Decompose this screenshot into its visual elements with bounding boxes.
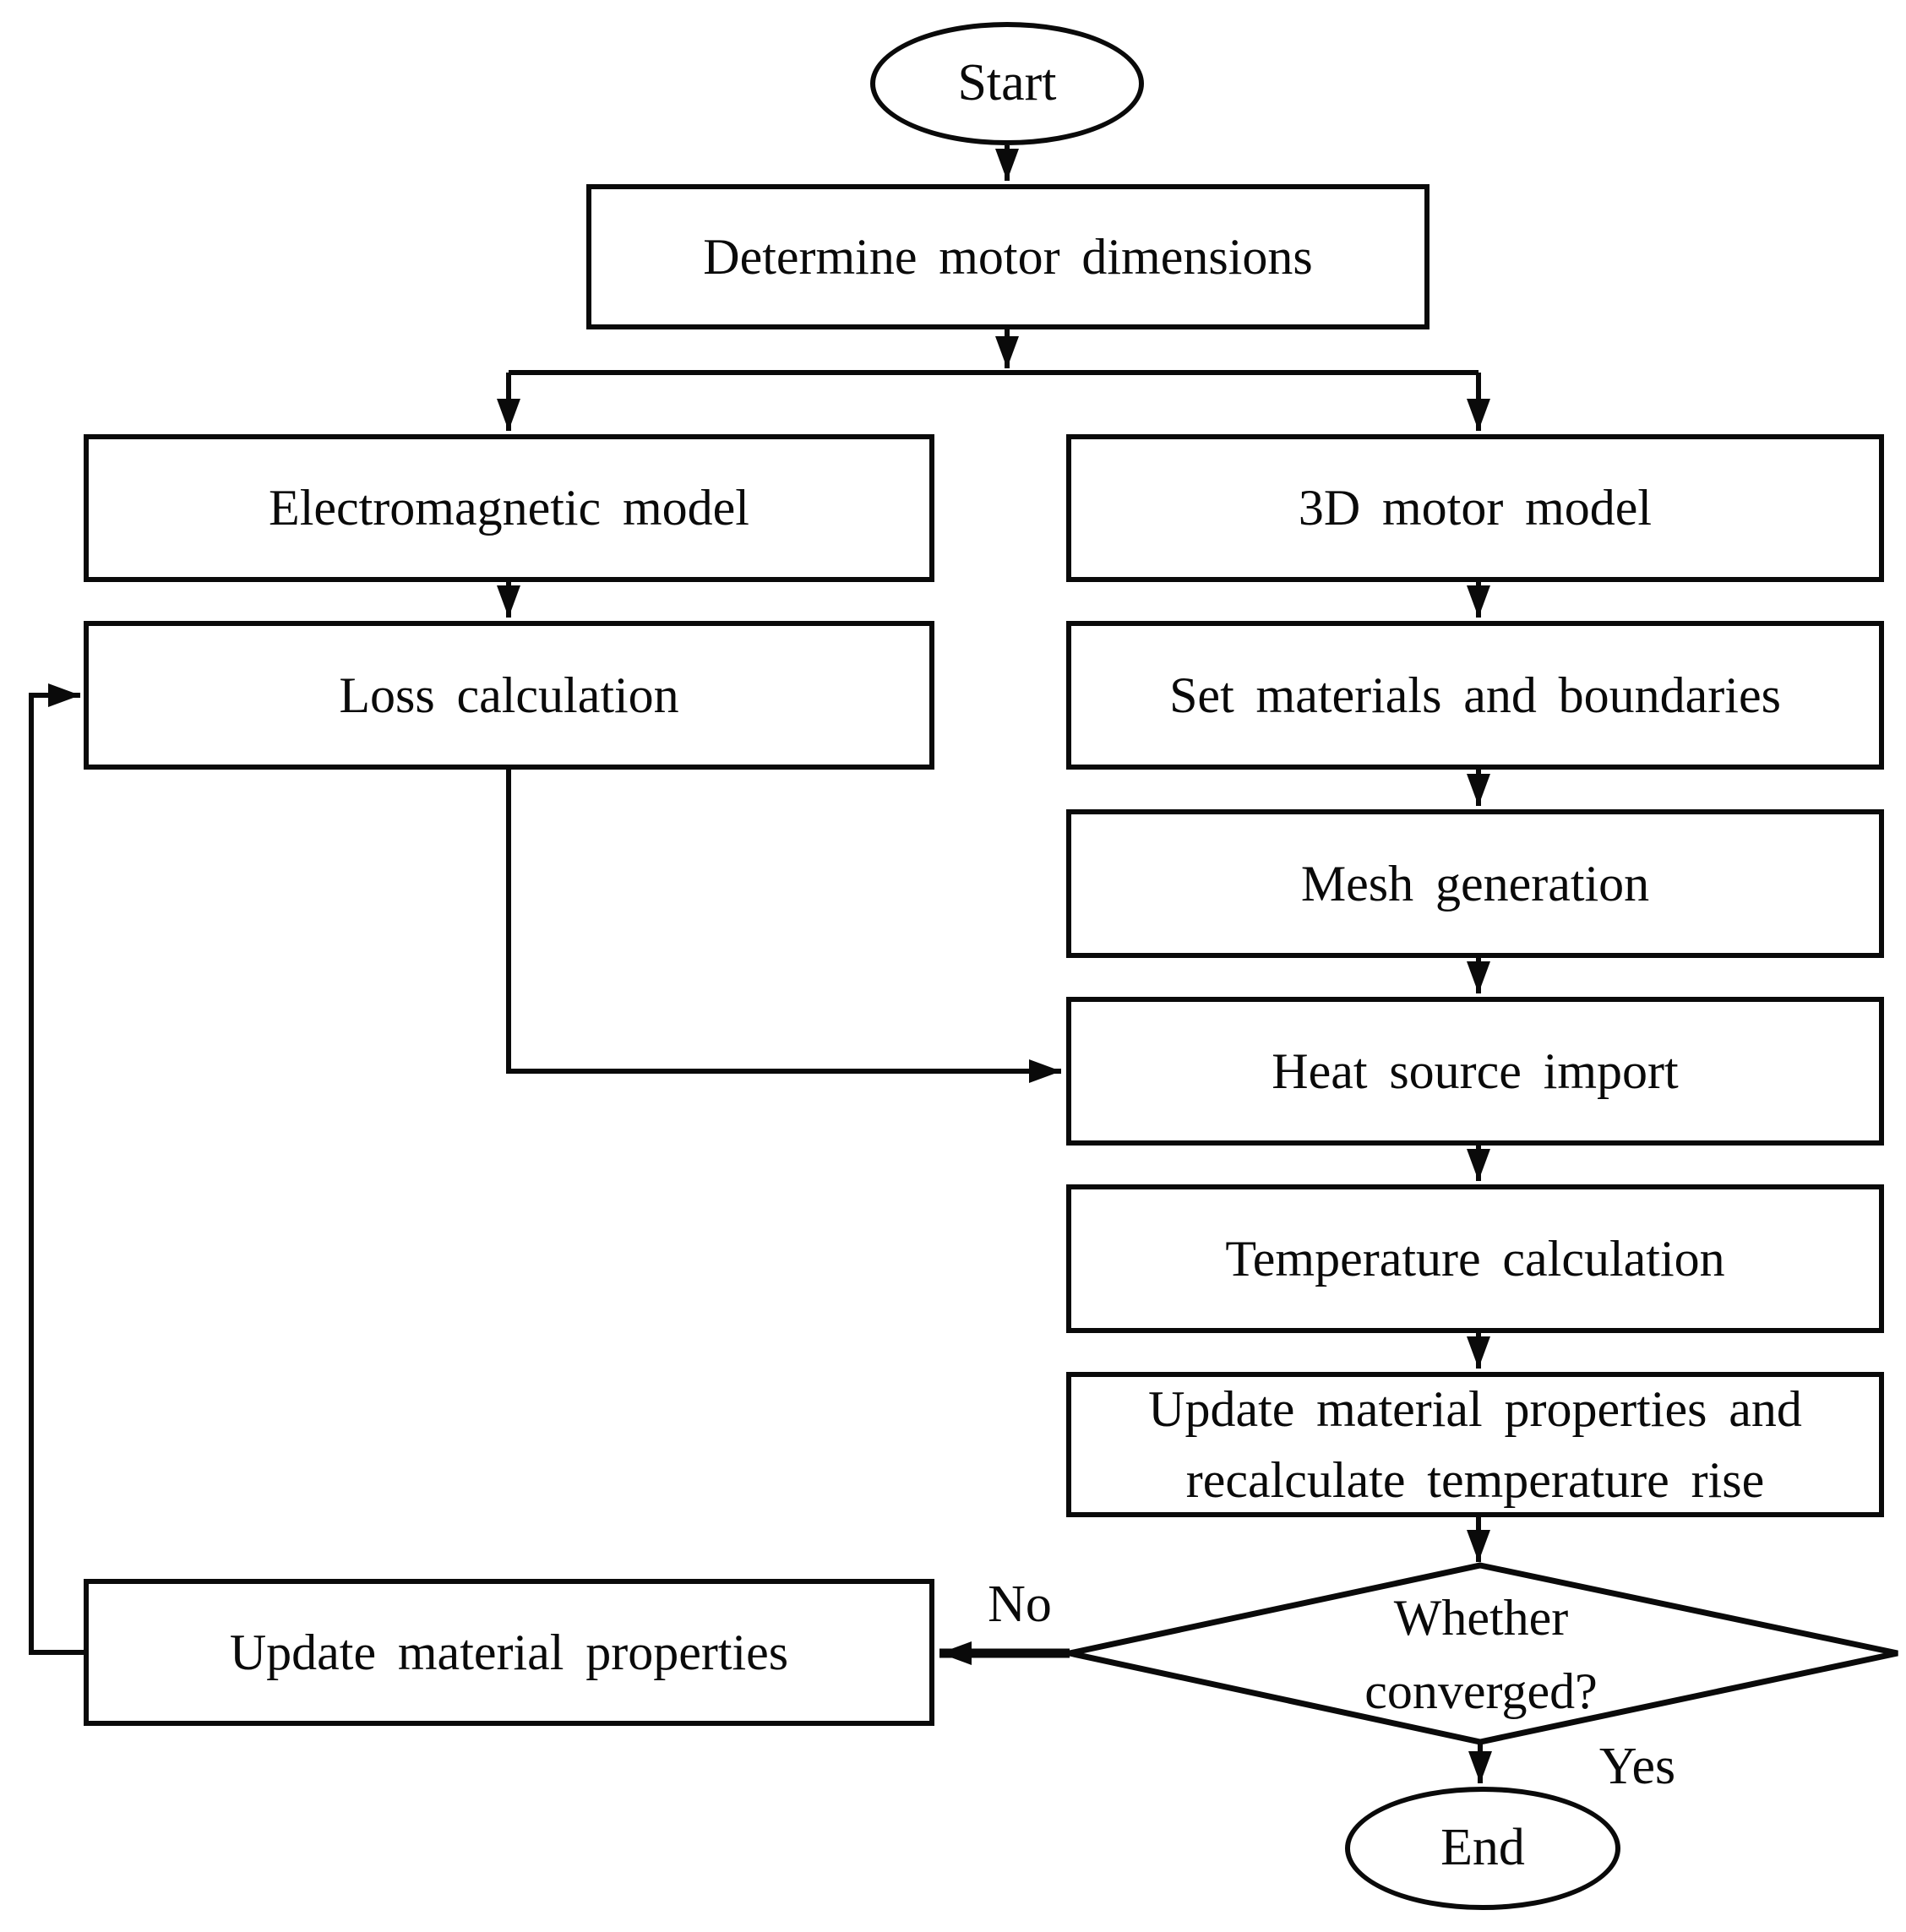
node-3d-motor-model-label: 3D motor model [1298, 480, 1653, 536]
node-determine-dimensions-label: Determine motor dimensions [703, 228, 1313, 285]
node-end: End [1345, 1787, 1620, 1910]
node-electromagnetic-model: Electromagnetic model [84, 434, 934, 582]
node-mesh-generation: Mesh generation [1066, 809, 1884, 958]
edge-label-no-text: No [988, 1575, 1052, 1633]
edge-update-loop-to-loss [29, 683, 84, 1655]
node-temperature-calculation-label: Temperature calculation [1225, 1230, 1725, 1287]
node-3d-motor-model: 3D motor model [1066, 434, 1884, 582]
node-convergence-decision-line2: converged? [1364, 1663, 1598, 1719]
node-heat-source-import: Heat source import [1066, 997, 1884, 1146]
edge-loss-to-heat-source [506, 770, 1061, 1083]
node-heat-source-import-label: Heat source import [1272, 1042, 1679, 1099]
decision-diamond-shape [1069, 1562, 1898, 1745]
node-temperature-calculation: Temperature calculation [1066, 1184, 1884, 1333]
node-update-material-properties-label: Update material properties [229, 1624, 789, 1680]
node-loss-calculation-label: Loss calculation [339, 667, 679, 723]
node-update-and-recalculate-line2: recalculate temperature rise [1185, 1452, 1765, 1508]
node-update-material-properties: Update material properties [84, 1579, 934, 1726]
node-mesh-generation-label: Mesh generation [1300, 855, 1650, 912]
node-start: Start [870, 22, 1144, 145]
edge-label-yes-text: Yes [1598, 1737, 1676, 1795]
node-end-label: End [1440, 1819, 1525, 1877]
edge-label-yes: Yes [1561, 1732, 1713, 1801]
node-update-and-recalculate: Update material properties and recalcula… [1066, 1372, 1884, 1517]
node-convergence-decision-line1: Whether [1393, 1590, 1569, 1646]
node-start-label: Start [957, 54, 1057, 112]
edge-label-no: No [956, 1570, 1083, 1639]
node-set-materials-boundaries-label: Set materials and boundaries [1169, 667, 1781, 723]
node-determine-dimensions: Determine motor dimensions [586, 184, 1430, 329]
node-electromagnetic-model-label: Electromagnetic model [269, 480, 749, 536]
node-convergence-decision-label: Whether converged? [1183, 1574, 1779, 1736]
node-update-and-recalculate-line1: Update material properties and [1148, 1381, 1802, 1437]
node-set-materials-boundaries: Set materials and boundaries [1066, 621, 1884, 770]
node-loss-calculation: Loss calculation [84, 621, 934, 770]
